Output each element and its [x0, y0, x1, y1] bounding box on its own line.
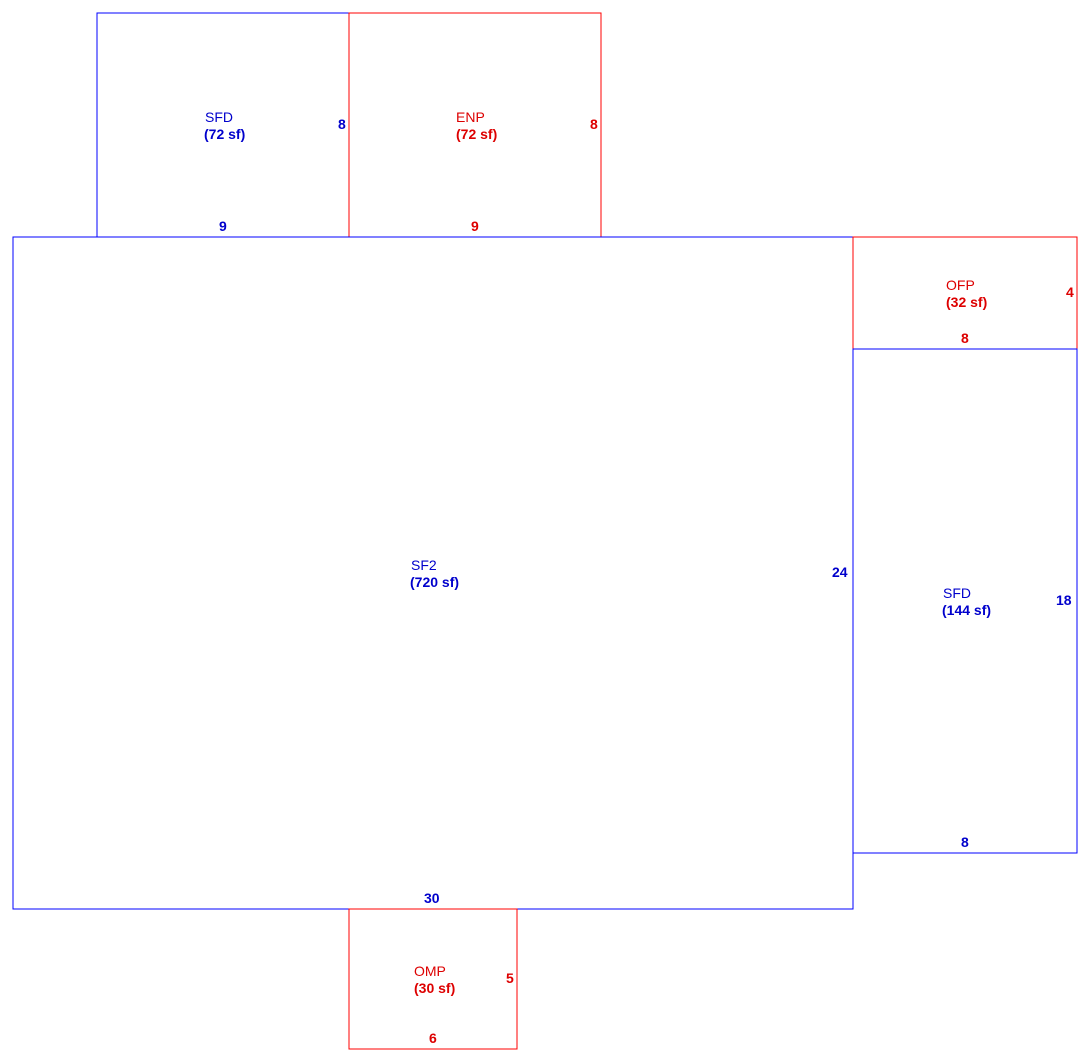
section-sfd-top-area: (72 sf)	[204, 126, 245, 142]
section-enp-outline	[348, 12, 602, 238]
section-sf2-width: 30	[424, 890, 440, 906]
section-enp-depth: 8	[590, 116, 598, 132]
section-enp: ENP (72 sf) 8 9	[348, 12, 602, 238]
section-sfd-right-width: 8	[961, 834, 969, 850]
section-enp-code: ENP	[456, 109, 485, 125]
section-sf2-depth: 24	[832, 564, 848, 580]
section-omp-width: 6	[429, 1030, 437, 1046]
section-sf2: SF2 (720 sf) 24 30	[12, 236, 854, 910]
section-sfd-top: SFD (72 sf) 8 9	[96, 12, 350, 238]
section-sfd-top-outline	[96, 12, 350, 238]
section-sfd-right-area: (144 sf)	[942, 602, 991, 618]
section-sfd-top-width: 9	[219, 218, 227, 234]
section-omp-depth: 5	[506, 970, 514, 986]
section-sfd-right-depth: 18	[1056, 592, 1072, 608]
section-omp-code: OMP	[414, 963, 446, 979]
section-ofp-width: 8	[961, 330, 969, 346]
section-sf2-area: (720 sf)	[410, 574, 459, 590]
section-omp: OMP (30 sf) 5 6	[348, 908, 518, 1050]
section-sf2-code: SF2	[411, 557, 437, 573]
section-omp-area: (30 sf)	[414, 980, 455, 996]
section-ofp-depth: 4	[1066, 284, 1074, 300]
section-sfd-top-depth: 8	[338, 116, 346, 132]
section-sf2-outline	[12, 236, 854, 910]
section-enp-area: (72 sf)	[456, 126, 497, 142]
section-sfd-right: SFD (144 sf) 18 8	[852, 348, 1078, 854]
section-sfd-right-code: SFD	[943, 585, 971, 601]
section-ofp-code: OFP	[946, 277, 975, 293]
section-sfd-right-outline	[852, 348, 1078, 854]
section-ofp-area: (32 sf)	[946, 294, 987, 310]
section-ofp: OFP (32 sf) 4 8	[852, 236, 1078, 350]
section-omp-outline	[348, 908, 518, 1050]
section-sfd-top-code: SFD	[205, 109, 233, 125]
section-enp-width: 9	[471, 218, 479, 234]
